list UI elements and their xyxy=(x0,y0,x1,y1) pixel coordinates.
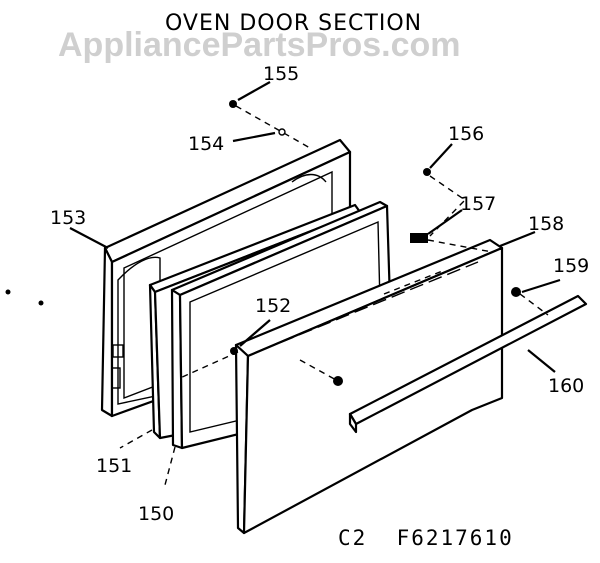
part-158-outer-panel xyxy=(234,238,504,535)
callout-152: 152 xyxy=(255,295,291,317)
assembly-lines xyxy=(119,105,549,486)
hardware-screws xyxy=(5,100,521,386)
callout-155: 155 xyxy=(263,63,299,85)
screw-156 xyxy=(423,168,431,176)
callout-154: 154 xyxy=(188,133,224,155)
callout-159: 159 xyxy=(553,255,589,277)
callout-153: 153 xyxy=(50,207,86,229)
screw-155 xyxy=(229,100,237,108)
callout-158: 158 xyxy=(528,213,564,235)
callout-150: 150 xyxy=(138,503,174,525)
part-160-handle xyxy=(348,294,588,434)
dot-mark xyxy=(5,289,11,295)
callout-157: 157 xyxy=(460,193,496,215)
bracket-157 xyxy=(410,233,428,243)
callout-151: 151 xyxy=(96,455,132,477)
screw-158-mount xyxy=(333,376,343,386)
watermark: AppliancePartsPros.com xyxy=(58,26,460,64)
washer-154 xyxy=(278,128,286,136)
clip-159 xyxy=(511,287,521,297)
diagram-code: C2 F6217610 xyxy=(338,526,514,550)
callout-labels: 155 154 153 156 157 158 159 152 160 151 … xyxy=(50,63,589,525)
callout-156: 156 xyxy=(448,123,484,145)
diagram-title: OVEN DOOR SECTION xyxy=(165,11,422,36)
dot-mark xyxy=(38,300,44,306)
leader-lines xyxy=(69,81,561,373)
callout-160: 160 xyxy=(548,375,584,397)
